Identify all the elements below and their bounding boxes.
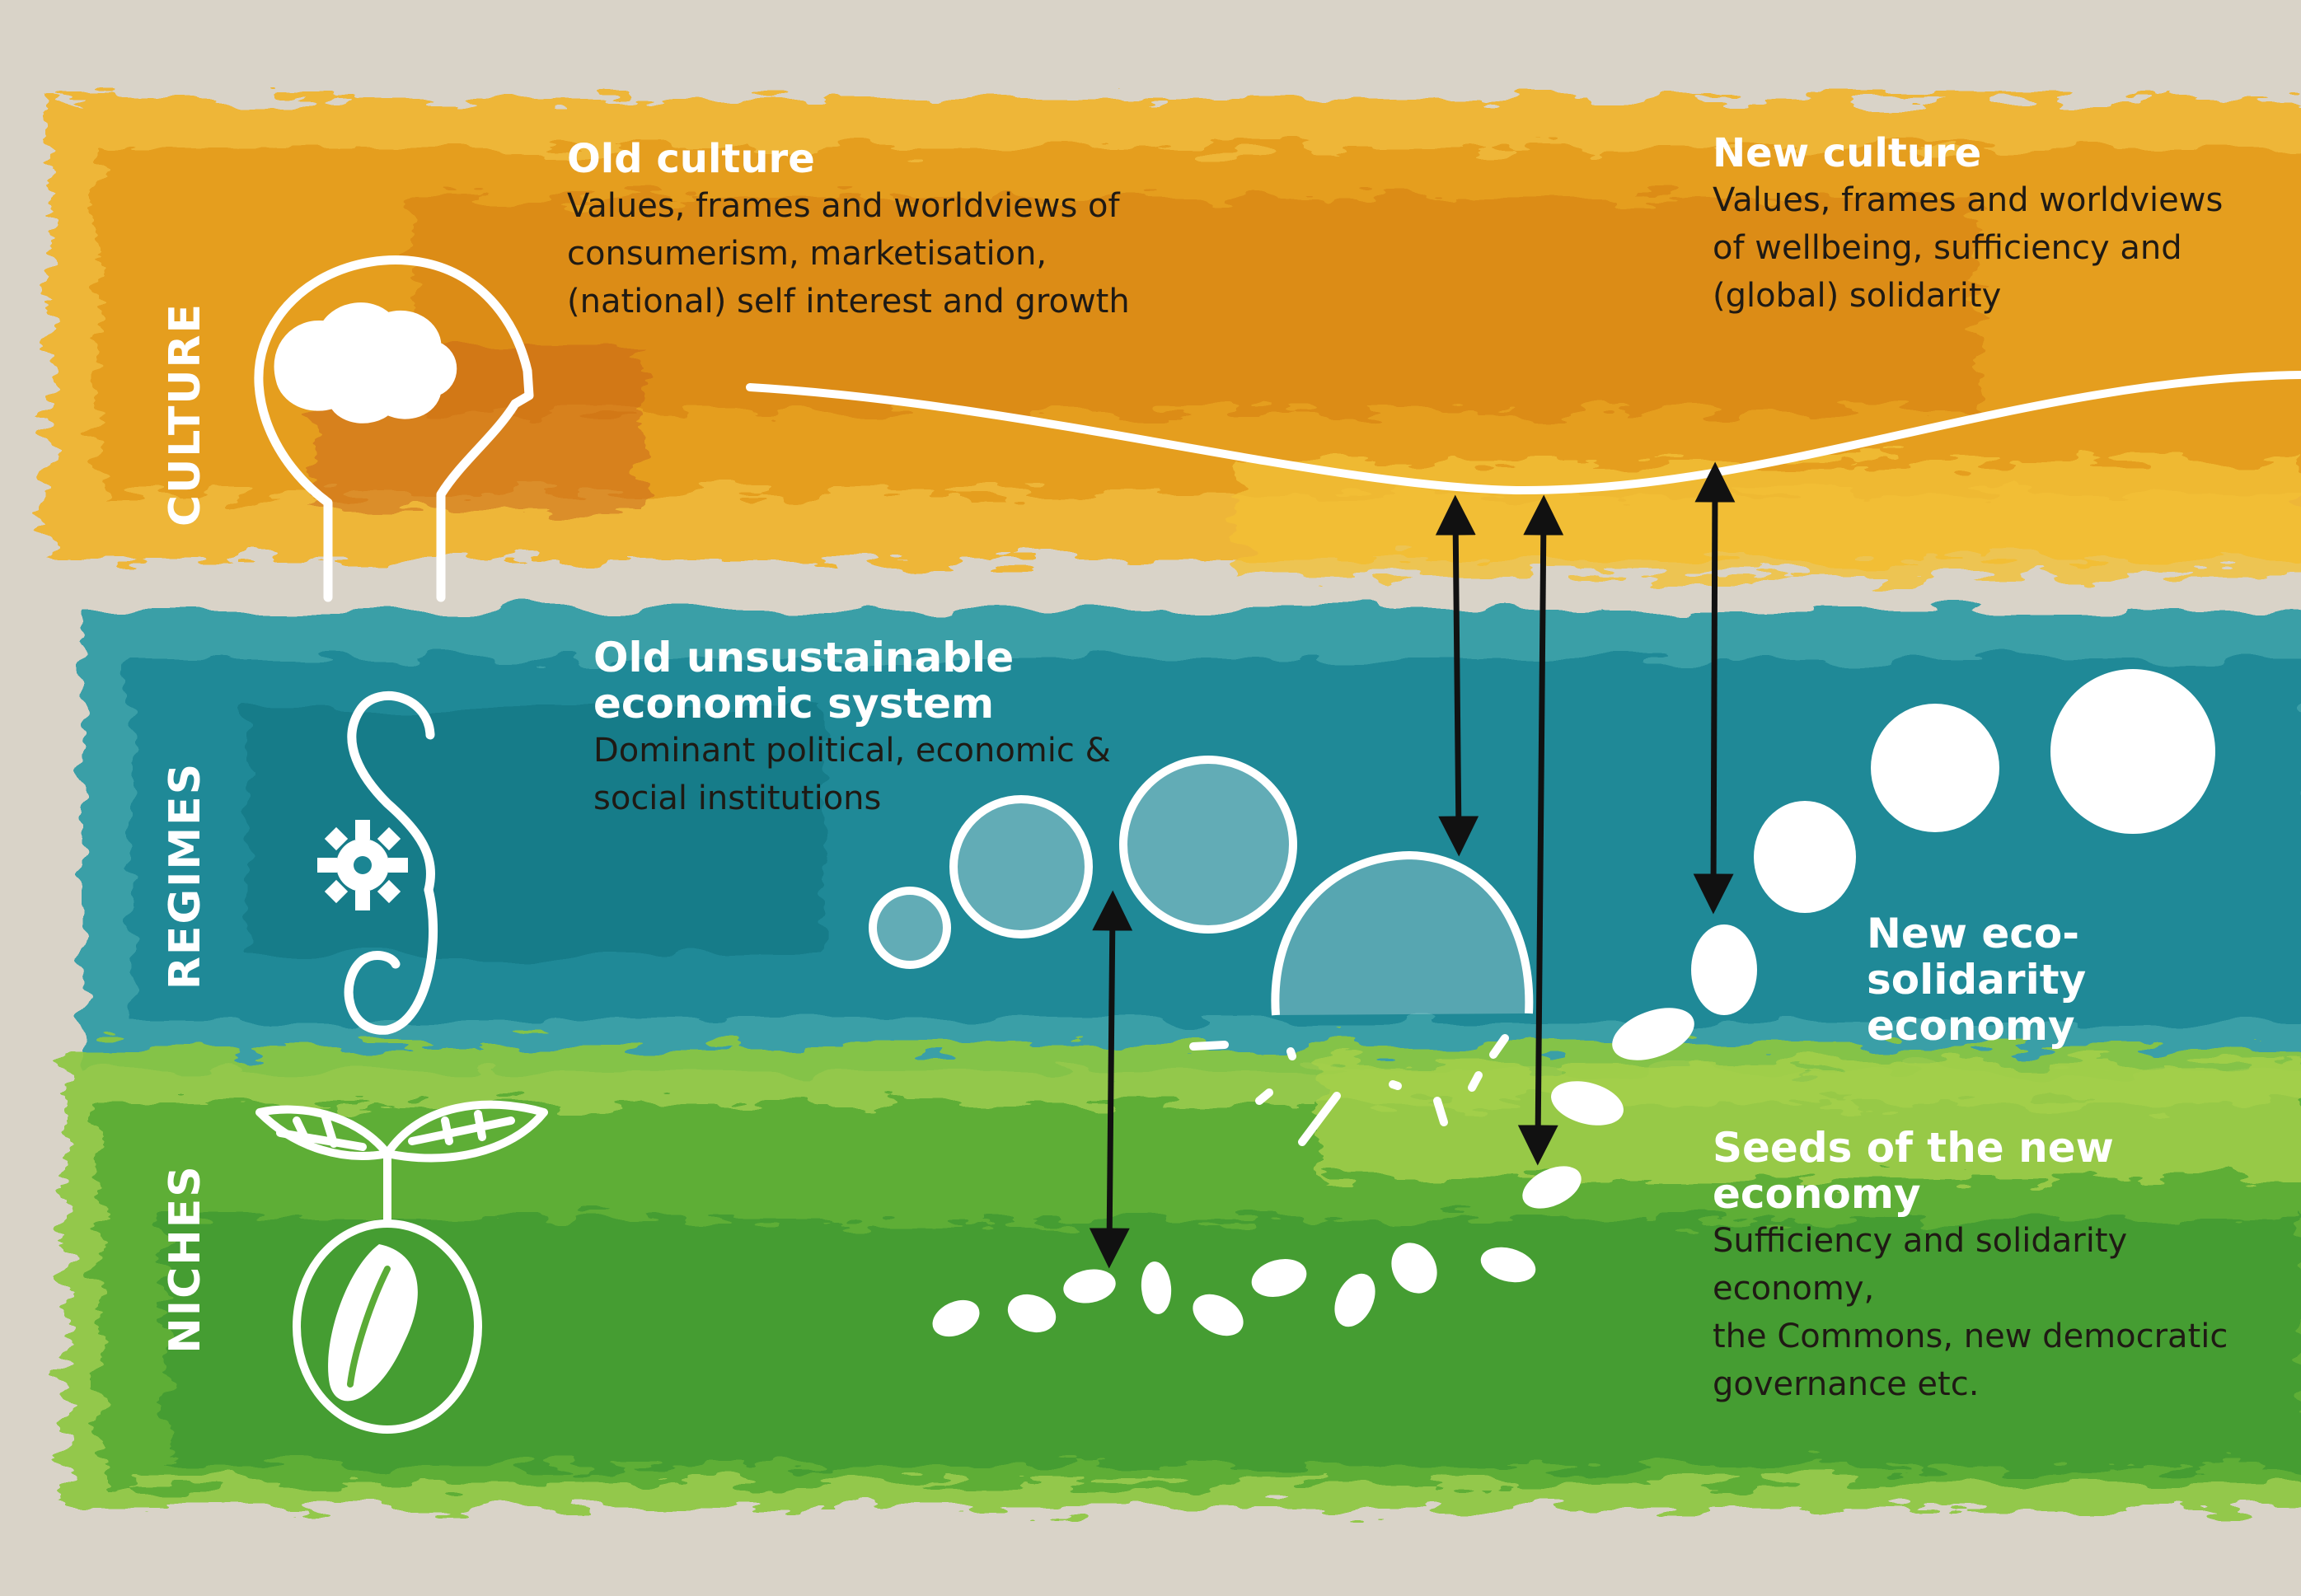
gear-loop-icon <box>317 691 438 1035</box>
new-economy-title-line2: economy <box>1867 1002 2075 1050</box>
layer-label-regimes: REGIMES <box>161 761 210 990</box>
old-culture-line1: Values, frames and worldviews of <box>567 187 1120 225</box>
arrow-regime-niche <box>1089 890 1133 1269</box>
seeds-title: Seeds of the new economy <box>1713 1124 2114 1218</box>
seeds-line2: the Commons, new democratic <box>1713 1318 2228 1355</box>
old-culture-block: Old culture Values, frames and worldview… <box>567 136 1210 325</box>
old-economy-line1: Dominant political, economic & <box>593 732 1111 770</box>
old-economy-title-line1: Old unsustainable <box>593 634 1015 681</box>
culture-band <box>49 99 2301 577</box>
old-economy-line2: social institutions <box>593 779 882 817</box>
seeds-block: Seeds of the new economy Sufficiency and… <box>1713 1125 2298 1408</box>
old-economy-bubbles <box>869 756 1534 1016</box>
new-culture-block: New culture Values, frames and worldview… <box>1713 130 2289 320</box>
culture-shift-curve <box>746 371 2301 495</box>
seeds-line1: Sufficiency and solidarity economy, <box>1713 1222 2128 1308</box>
new-culture-line1: Values, frames and worldviews <box>1713 181 2224 219</box>
head-brain-icon <box>254 255 534 602</box>
new-economy-title-line1: New eco-solidarity <box>1867 910 2087 1004</box>
layer-label-culture: CULTURE <box>161 302 210 527</box>
seeds-line3: governance etc. <box>1713 1365 1980 1403</box>
layer-label-niches: NICHES <box>161 1164 210 1354</box>
old-economy-block: Old unsustainable economic system Domina… <box>593 634 1170 822</box>
new-culture-title: New culture <box>1713 130 1982 176</box>
sprout-seed-icon <box>255 1100 548 1434</box>
new-economy-block: New eco-solidarity economy <box>1867 910 2295 1049</box>
seed-shapes <box>932 1081 1624 1337</box>
arrow-culture-niche <box>1517 494 1564 1166</box>
old-economy-title-line2: economic system <box>593 680 995 728</box>
new-culture-line3: (global) solidarity <box>1713 277 2002 315</box>
new-culture-line2: of wellbeing, sufficiency and <box>1713 229 2182 267</box>
niches-band <box>66 1046 2301 1508</box>
bubble-burst-marks <box>1189 1034 1509 1146</box>
new-economy-bubbles <box>1612 669 2215 1060</box>
old-culture-title: Old culture <box>567 136 815 182</box>
interaction-arrows <box>1089 461 1736 1269</box>
arrow-culture-regime-right <box>1693 461 1736 915</box>
old-culture-line3: (national) self interest and growth <box>567 283 1130 321</box>
old-culture-line2: consumerism, marketisation, <box>567 235 1047 273</box>
arrow-culture-regime-left <box>1435 494 1479 857</box>
